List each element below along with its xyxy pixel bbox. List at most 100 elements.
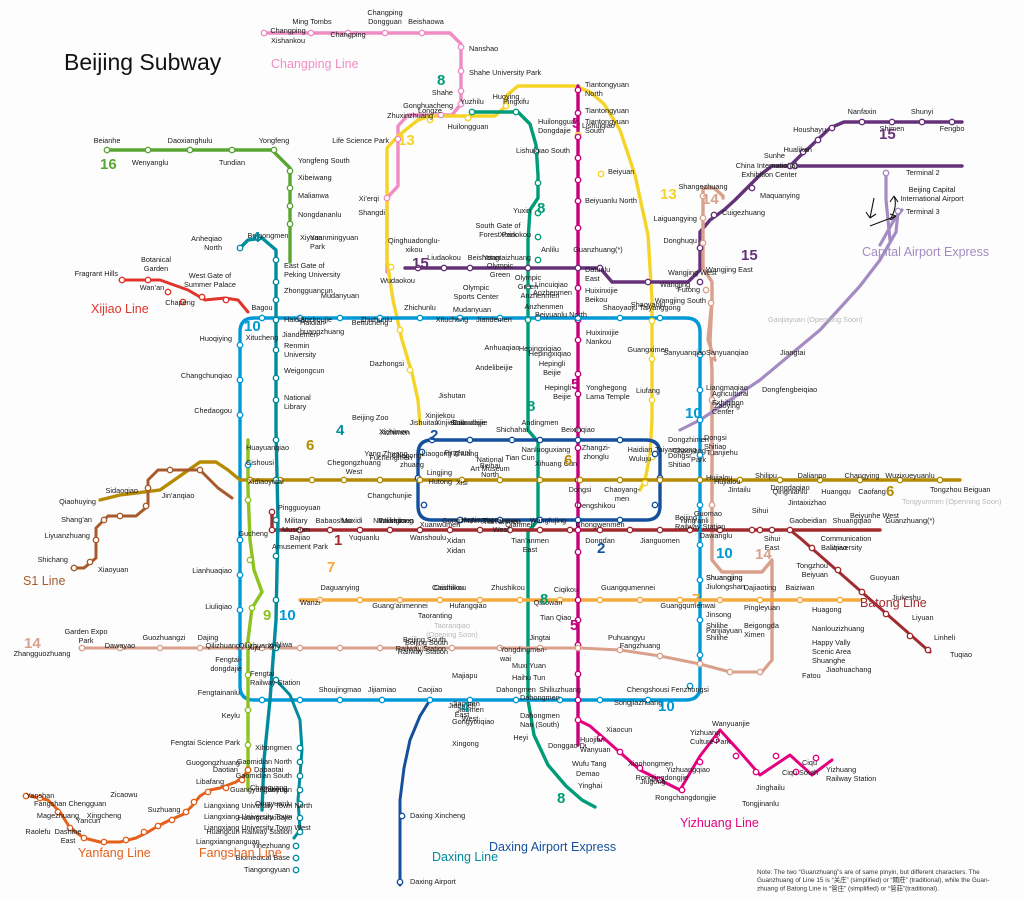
station-marker[interactable] xyxy=(86,558,94,566)
station-marker[interactable] xyxy=(396,596,404,604)
station-marker[interactable] xyxy=(70,564,78,572)
station-marker[interactable] xyxy=(716,526,724,534)
station-marker[interactable] xyxy=(144,484,152,492)
station-marker[interactable] xyxy=(574,197,582,205)
station-marker[interactable] xyxy=(574,596,582,604)
station-marker[interactable] xyxy=(286,184,294,192)
station-marker[interactable] xyxy=(244,766,252,774)
station-marker[interactable] xyxy=(272,256,280,264)
station-marker[interactable] xyxy=(340,476,348,484)
station-marker[interactable] xyxy=(918,118,926,126)
station-marker[interactable] xyxy=(616,748,624,756)
station-marker[interactable] xyxy=(574,176,582,184)
station-marker[interactable] xyxy=(888,118,896,126)
station-marker[interactable] xyxy=(597,170,605,178)
station-marker[interactable] xyxy=(574,133,582,141)
station-marker[interactable] xyxy=(308,476,316,484)
station-marker[interactable] xyxy=(574,436,582,444)
station-marker[interactable] xyxy=(272,316,280,324)
station-marker[interactable] xyxy=(858,588,866,596)
station-marker[interactable] xyxy=(699,192,707,200)
station-marker[interactable] xyxy=(656,652,664,660)
station-marker[interactable] xyxy=(496,644,504,652)
station-marker[interactable] xyxy=(416,476,424,484)
station-marker[interactable] xyxy=(708,501,716,509)
station-marker[interactable] xyxy=(948,118,956,126)
station-marker[interactable] xyxy=(182,808,190,816)
station-marker[interactable] xyxy=(656,776,664,784)
station-marker[interactable] xyxy=(696,576,704,584)
station-marker[interactable] xyxy=(466,696,474,704)
station-marker[interactable] xyxy=(144,146,152,154)
station-marker[interactable] xyxy=(574,426,582,434)
station-marker[interactable] xyxy=(272,346,280,354)
station-marker[interactable] xyxy=(258,644,266,652)
station-marker[interactable] xyxy=(696,351,704,359)
station-marker[interactable] xyxy=(100,838,108,846)
station-marker[interactable] xyxy=(574,526,582,534)
station-marker[interactable] xyxy=(448,644,456,652)
station-marker[interactable] xyxy=(536,476,544,484)
station-marker[interactable] xyxy=(248,604,256,612)
station-marker[interactable] xyxy=(712,736,720,744)
station-marker[interactable] xyxy=(856,476,864,484)
station-marker[interactable] xyxy=(576,476,584,484)
station-marker[interactable] xyxy=(574,390,582,398)
station-marker[interactable] xyxy=(678,786,686,794)
station-marker[interactable] xyxy=(387,263,395,271)
station-marker[interactable] xyxy=(556,696,564,704)
station-marker[interactable] xyxy=(726,668,734,676)
station-marker[interactable] xyxy=(292,854,300,862)
station-marker[interactable] xyxy=(116,512,124,520)
station-marker[interactable] xyxy=(92,536,100,544)
station-marker[interactable] xyxy=(466,436,474,444)
station-marker[interactable] xyxy=(772,752,780,760)
station-marker[interactable] xyxy=(534,179,542,187)
station-marker[interactable] xyxy=(260,29,268,37)
station-marker[interactable] xyxy=(336,644,344,652)
station-marker[interactable] xyxy=(936,476,944,484)
station-marker[interactable] xyxy=(154,822,162,830)
station-marker[interactable] xyxy=(437,111,445,119)
station-marker[interactable] xyxy=(894,207,902,215)
station-marker[interactable] xyxy=(356,596,364,604)
station-marker[interactable] xyxy=(616,436,624,444)
station-marker[interactable] xyxy=(244,496,252,504)
station-marker[interactable] xyxy=(156,644,164,652)
station-marker[interactable] xyxy=(574,696,582,704)
station-marker[interactable] xyxy=(272,516,280,524)
station-marker[interactable] xyxy=(336,314,344,322)
station-marker[interactable] xyxy=(186,146,194,154)
station-marker[interactable] xyxy=(512,108,520,116)
station-marker[interactable] xyxy=(534,209,542,217)
station-marker[interactable] xyxy=(476,526,484,534)
station-marker[interactable] xyxy=(80,834,88,842)
station-marker[interactable] xyxy=(116,644,124,652)
station-marker[interactable] xyxy=(696,616,704,624)
station-marker[interactable] xyxy=(596,526,604,534)
station-marker[interactable] xyxy=(516,596,524,604)
station-marker[interactable] xyxy=(882,610,890,618)
station-marker[interactable] xyxy=(296,696,304,704)
station-marker[interactable] xyxy=(506,526,514,534)
station-marker[interactable] xyxy=(236,606,244,614)
station-marker[interactable] xyxy=(696,451,704,459)
station-marker[interactable] xyxy=(118,276,126,284)
station-marker[interactable] xyxy=(100,516,108,524)
station-marker[interactable] xyxy=(66,824,74,832)
station-marker[interactable] xyxy=(776,476,784,484)
station-marker[interactable] xyxy=(574,109,582,117)
station-marker[interactable] xyxy=(268,526,276,534)
station-marker[interactable] xyxy=(254,234,262,242)
station-marker[interactable] xyxy=(420,501,428,509)
station-marker[interactable] xyxy=(924,646,932,654)
station-marker[interactable] xyxy=(512,696,520,704)
station-marker[interactable] xyxy=(708,396,716,404)
station-marker[interactable] xyxy=(656,314,664,322)
station-marker[interactable] xyxy=(140,828,148,836)
station-marker[interactable] xyxy=(272,596,280,604)
station-marker[interactable] xyxy=(296,314,304,322)
station-marker[interactable] xyxy=(648,355,656,363)
station-marker[interactable] xyxy=(164,288,172,296)
station-marker[interactable] xyxy=(574,86,582,94)
